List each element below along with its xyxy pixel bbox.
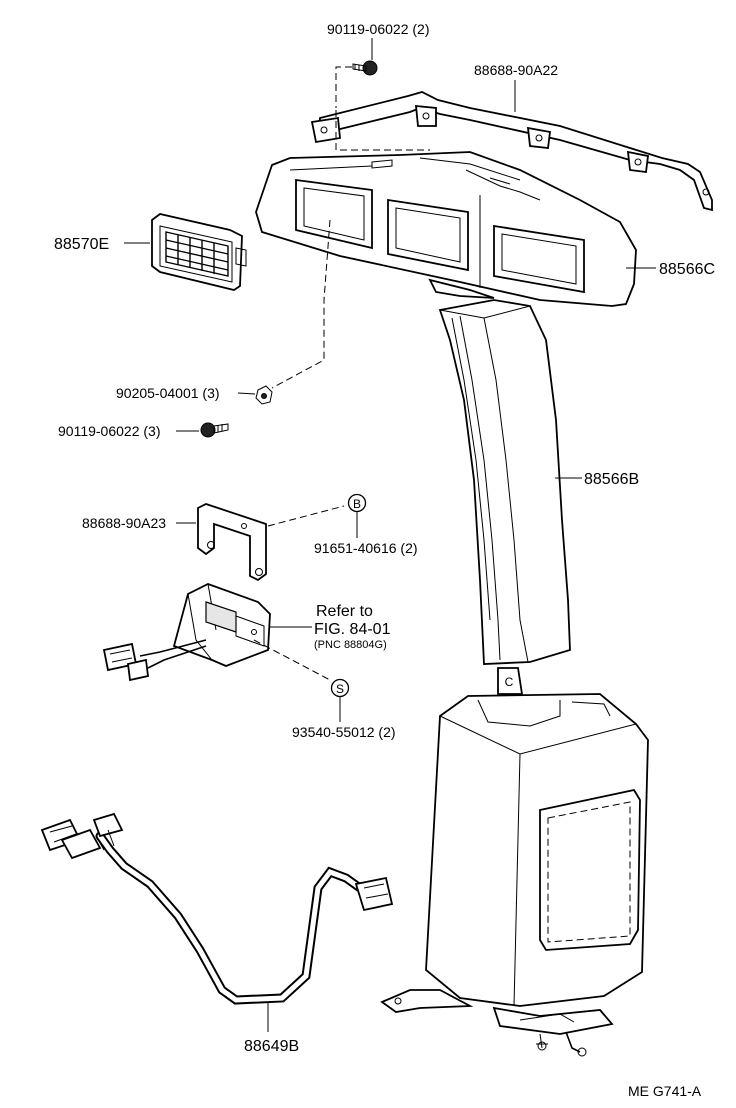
label-bezel: 88566C [659, 261, 715, 278]
nut-icon [255, 385, 273, 405]
label-nut: 90205-04001 (3) [116, 385, 220, 401]
lower-housing: C [380, 667, 649, 1057]
callout-s: S [330, 678, 350, 698]
refer-line-2: FIG. 84-01 [314, 621, 391, 638]
bezel-housing [255, 151, 637, 307]
top-bracket [310, 91, 713, 212]
top-screw-icon [352, 60, 378, 76]
switch-assembly [102, 583, 271, 682]
label-mid-screw: 90119-06022 (3) [58, 423, 160, 439]
mid-screw-icon [200, 422, 229, 438]
mid-bracket [197, 503, 267, 582]
label-bracket-top: 88688-90A22 [474, 62, 558, 78]
label-duct: 88566B [584, 471, 639, 488]
callout-b: B [347, 493, 367, 513]
label-screw-top: 90119-06022 (2) [327, 21, 429, 37]
wire-harness [40, 812, 394, 1005]
label-grille: 88570E [54, 236, 109, 253]
label-bolt-b: 91651-40616 (2) [314, 540, 418, 556]
dash-switch-s [253, 639, 331, 681]
grille-part [151, 213, 247, 291]
figure-code: ME G741-A [628, 1083, 702, 1099]
duct-part [438, 299, 571, 665]
callout-c: C [505, 675, 514, 689]
leader-nut [237, 392, 256, 395]
refer-line-1: Refer to [316, 603, 373, 620]
svg-text:S: S [336, 682, 344, 696]
label-harness: 88649B [244, 1038, 299, 1055]
dash-bezel-nut [271, 219, 331, 389]
label-bracket-mid: 88688-90A23 [82, 515, 166, 531]
label-screw-s: 93540-55012 (2) [292, 724, 396, 740]
refer-line-3: (PNC 88804G) [314, 639, 387, 651]
dash-bracket-bezel [335, 110, 430, 151]
svg-text:B: B [353, 497, 361, 511]
dash-bracket-b [267, 505, 345, 527]
dash-screw-top [335, 66, 352, 108]
